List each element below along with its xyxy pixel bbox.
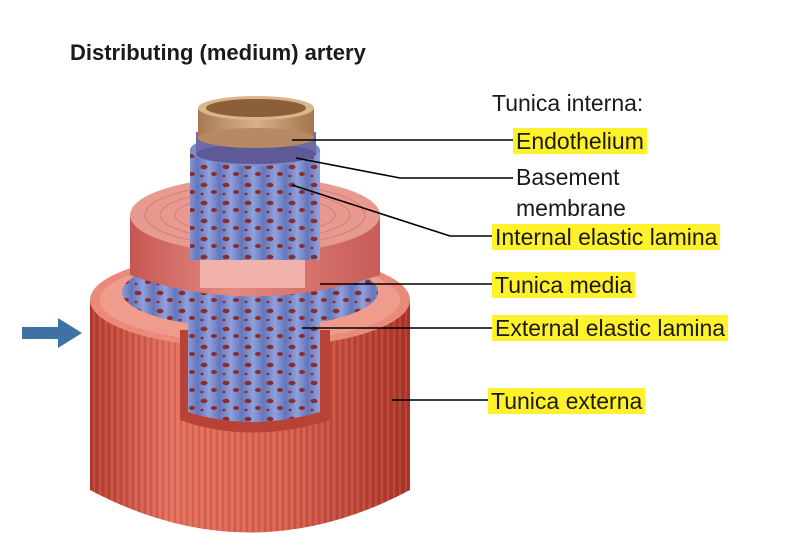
label-tunica-media: Tunica media xyxy=(492,271,636,300)
label-external-elastic-lamina-text: External elastic lamina xyxy=(492,315,729,341)
label-basement-line2: membrane xyxy=(516,195,626,221)
label-tunica-externa: Tunica externa xyxy=(488,387,646,416)
label-tunica-externa-text: Tunica externa xyxy=(488,388,646,414)
label-internal-elastic-lamina-text: Internal elastic lamina xyxy=(492,224,721,250)
label-endothelium-text: Endothelium xyxy=(513,128,647,154)
leader-lines xyxy=(291,139,513,401)
label-external-elastic-lamina: External elastic lamina xyxy=(492,314,729,343)
tunica-interna-heading: Tunica interna: xyxy=(492,90,644,116)
external-elastic-lamina-face xyxy=(188,312,320,422)
internal-elastic-lamina xyxy=(190,150,320,260)
label-basement-line1: Basement xyxy=(516,164,620,190)
label-internal-elastic-lamina: Internal elastic lamina xyxy=(492,223,721,252)
diagram-title: Distributing (medium) artery xyxy=(70,40,366,65)
label-tunica-media-text: Tunica media xyxy=(492,272,636,298)
pointer-arrow-icon xyxy=(22,318,82,348)
label-endothelium: Endothelium xyxy=(513,127,647,156)
